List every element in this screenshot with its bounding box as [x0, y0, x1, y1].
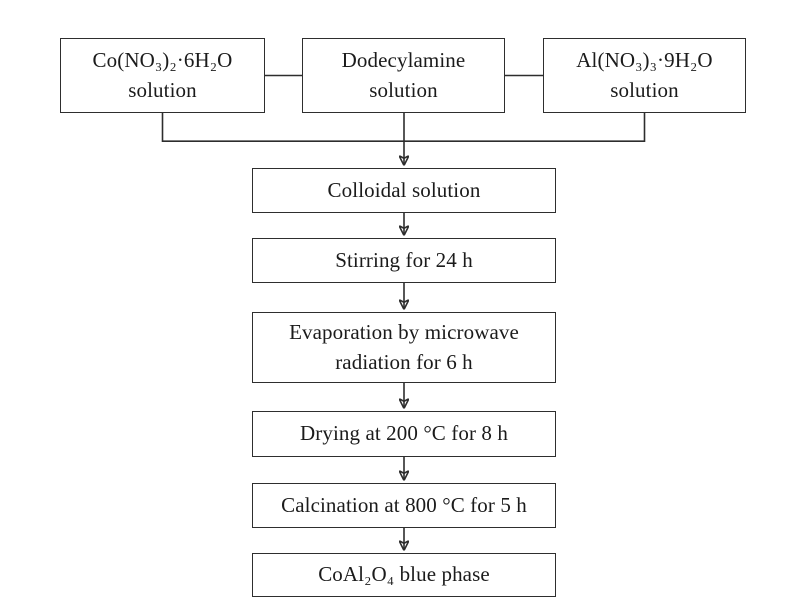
node-dodecylamine-line1: Dodecylamine [341, 47, 466, 72]
node-co-nitrate-solution: Co(NO₃)₂·6H₂O solution [60, 38, 265, 113]
node-co-nitrate-line2: solution [128, 77, 197, 102]
node-colloidal-solution: Colloidal solution [252, 168, 556, 213]
node-drying-label: Drying at 200 °C for 8 h [300, 421, 508, 446]
node-stirring-label: Stirring for 24 h [335, 247, 473, 272]
node-co-nitrate-line1: Co(NO₃)₂·6H₂O [92, 47, 233, 72]
node-evaporation-line1: Evaporation by microwave [289, 319, 519, 344]
node-al-nitrate-line1: Al(NO₃)₃·9H₂O [576, 47, 713, 72]
node-evaporation-line2: radiation for 6 h [335, 349, 473, 374]
node-product-coal2o4-blue-phase: CoAl₂O₄ blue phase [252, 553, 556, 597]
collector-bar [161, 113, 646, 142]
node-drying: Drying at 200 °C for 8 h [252, 411, 556, 457]
node-al-nitrate-solution: Al(NO₃)₃·9H₂O solution [543, 38, 746, 113]
node-stirring: Stirring for 24 h [252, 238, 556, 283]
node-dodecylamine-solution: Dodecylamine solution [302, 38, 505, 113]
node-product-label: CoAl₂O₄ blue phase [318, 562, 490, 587]
node-colloidal-label: Colloidal solution [327, 177, 481, 202]
node-evaporation: Evaporation by microwave radiation for 6… [252, 312, 556, 383]
node-calcination: Calcination at 800 °C for 5 h [252, 483, 556, 528]
node-calcination-label: Calcination at 800 °C for 5 h [281, 492, 527, 517]
node-dodecylamine-line2: solution [369, 77, 438, 102]
node-al-nitrate-line2: solution [610, 77, 679, 102]
